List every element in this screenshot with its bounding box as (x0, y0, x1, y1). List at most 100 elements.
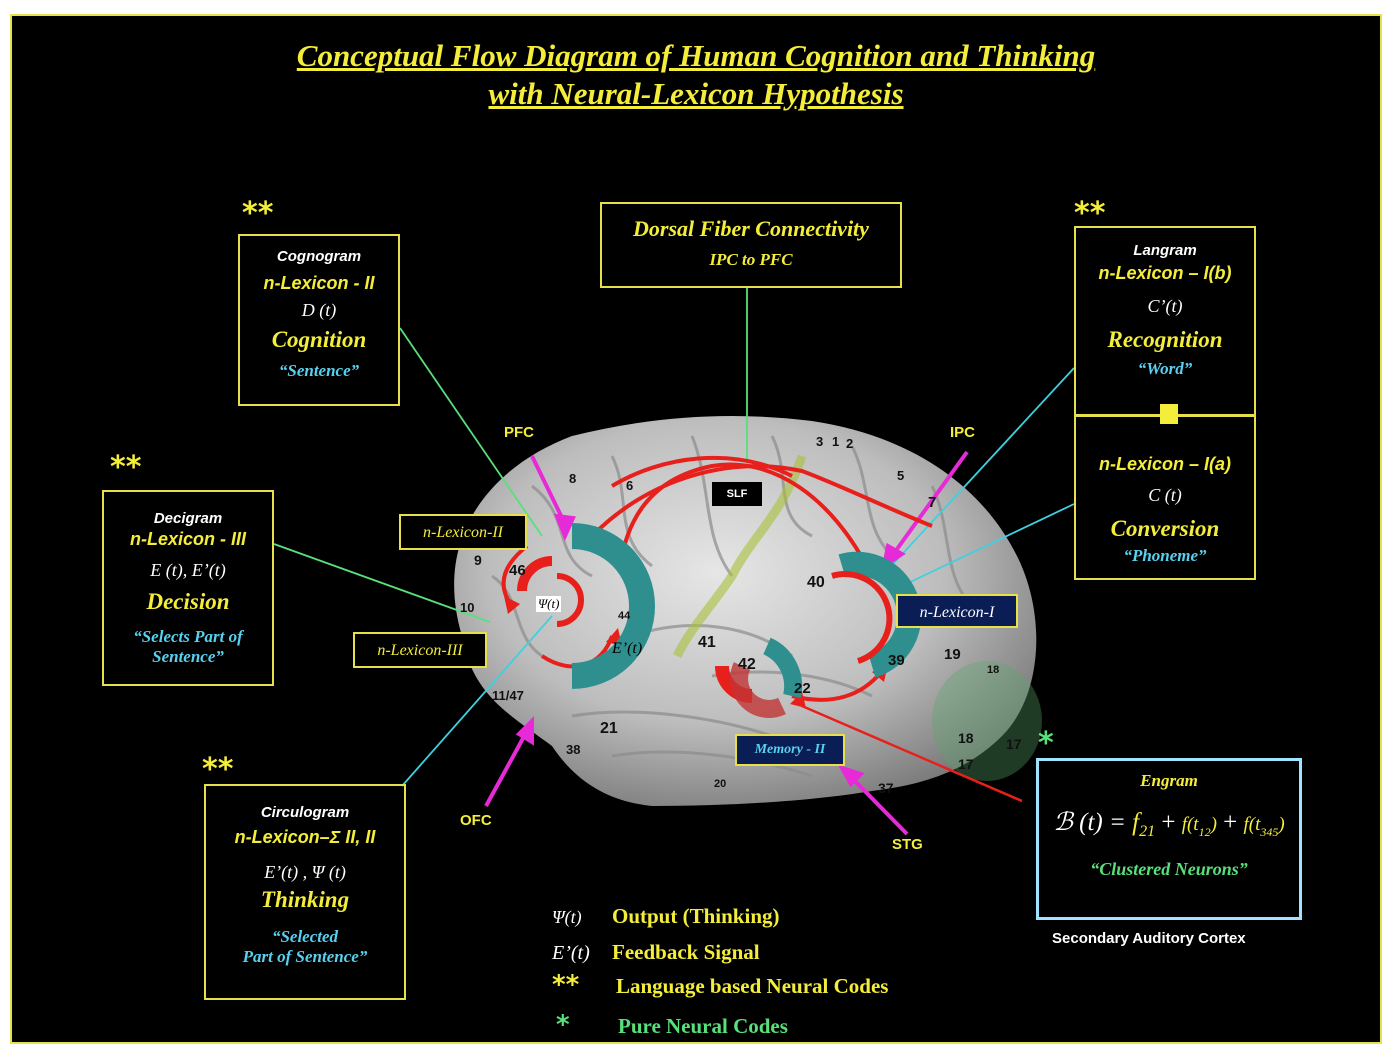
brodmann-7: 7 (928, 494, 937, 511)
dorsal-fiber-box: Dorsal Fiber Connectivity IPC to PFC (600, 202, 902, 288)
title-line-2: with Neural-Lexicon Hypothesis (488, 76, 904, 111)
title-line-1: Conceptual Flow Diagram of Human Cogniti… (296, 38, 1096, 73)
langram-quote-a: “Phoneme” (1123, 546, 1207, 565)
legend-symbol-single-star: * (556, 1010, 570, 1040)
legend-text-pure-codes: Pure Neural Codes (618, 1014, 788, 1038)
brodmann-3: 3 (816, 434, 824, 449)
circulogram-role: Thinking (260, 887, 350, 912)
decigram-stars: ** (110, 450, 142, 485)
brodmann-5: 5 (897, 468, 905, 483)
pfc-label: PFC (504, 424, 534, 441)
decigram-lexicon: n-Lexicon - III (129, 529, 246, 549)
brodmann-22: 22 (794, 680, 811, 697)
brodmann-38: 38 (566, 742, 581, 757)
legend-row-pure-codes: * Pure Neural Codes (552, 1010, 788, 1040)
legend-row-language-codes: ** Language based Neural Codes (552, 970, 888, 1000)
cognogram-role: Cognition (271, 327, 367, 352)
ofc-label: OFC (460, 812, 492, 829)
langram-box: Langram n-Lexicon – I(b) C’(t) Recogniti… (1074, 226, 1256, 580)
langram-fn-a: C (t) (1148, 485, 1182, 505)
legend-symbol-eprime: E’(t) (552, 942, 590, 964)
psi-marker: Ψ(t) (536, 596, 562, 612)
brodmann-10: 10 (460, 600, 475, 615)
formula-f3: f(t (1243, 814, 1261, 835)
slf-label: SLF (712, 482, 762, 506)
formula-plus-2: + (1216, 809, 1244, 836)
engram-star: * (1038, 726, 1054, 761)
cognogram-box: Cognogram n-Lexicon - II D (t) Cognition… (238, 234, 400, 406)
brodmann-18-top: 18 (987, 664, 1000, 676)
formula-f1-sub: 21 (1139, 823, 1156, 840)
cognogram-fn: D (t) (301, 300, 337, 320)
decigram-role: Decision (146, 589, 230, 614)
legend-text-output: Output (Thinking) (612, 904, 780, 928)
brodmann-41: 41 (698, 634, 716, 651)
formula-lhs: ℬ (t) = (1053, 809, 1133, 836)
circulogram-fn: E’(t) , Ψ (t) (264, 862, 346, 882)
decigram-quote-2: Sentence” (152, 647, 224, 666)
diagram-canvas: Conceptual Flow Diagram of Human Cogniti… (10, 14, 1382, 1044)
formula-plus-1: + (1155, 809, 1182, 836)
langram-lexicon-a: n-Lexicon – I(a) (1098, 454, 1232, 474)
legend-text-language-codes: Language based Neural Codes (616, 974, 889, 998)
decigram-fn: E (t), E’(t) (150, 560, 226, 580)
brodmann-39: 39 (888, 652, 905, 669)
nlexicon-3-label: n-Lexicon-III (353, 632, 487, 668)
langram-fn-b: C’(t) (1147, 296, 1183, 316)
circulogram-name: Circulogram (260, 804, 350, 821)
brodmann-11-47: 11/47 (492, 688, 524, 703)
langram-divider-marker (1160, 404, 1178, 424)
cognogram-name: Cognogram (276, 248, 362, 265)
nlexicon-1-label: n-Lexicon-I (896, 594, 1018, 628)
nlexicon-2-label: n-Lexicon-II (399, 514, 527, 550)
legend-row-feedback: E’(t) Feedback Signal (552, 940, 760, 965)
brodmann-18-bottom: 18 (958, 730, 974, 746)
brodmann-44: 44 (618, 610, 631, 622)
brodmann-46: 46 (509, 562, 526, 579)
brodmann-21: 21 (600, 720, 618, 737)
langram-quote-b: “Word” (1137, 359, 1193, 378)
brain-illustration (273, 286, 1075, 836)
brodmann-17-right: 17 (1006, 736, 1022, 752)
brodmann-6: 6 (626, 478, 634, 493)
engram-formula: ℬ (t) = f21 + f(t12) + f(t345) (1039, 807, 1299, 841)
cognogram-quote: “Sentence” (278, 361, 360, 380)
formula-f3-end: ) (1278, 814, 1285, 835)
brodmann-8: 8 (569, 471, 577, 486)
legend-text-feedback: Feedback Signal (612, 940, 760, 964)
decigram-quote-1: “Selects Part of (133, 627, 243, 646)
dorsal-fiber-sub: IPC to PFC (709, 250, 793, 269)
cognogram-stars: ** (242, 196, 274, 231)
formula-f1: f (1132, 809, 1140, 836)
brodmann-17: 17 (958, 756, 974, 772)
legend-row-output: Ψ(t) Output (Thinking) (552, 904, 780, 929)
brodmann-40: 40 (807, 574, 825, 591)
brain-shape (454, 416, 1037, 806)
stg-label: STG (892, 836, 923, 853)
legend-symbol-double-star: ** (552, 970, 580, 1000)
langram-lexicon-b: n-Lexicon – I(b) (1098, 263, 1232, 283)
brodmann-2: 2 (846, 436, 854, 451)
brodmann-19: 19 (944, 646, 961, 663)
brodmann-42: 42 (738, 656, 756, 673)
brodmann-9: 9 (474, 552, 482, 568)
memory-2-label: Memory - II (735, 734, 845, 766)
dorsal-fiber-title: Dorsal Fiber Connectivity (633, 216, 869, 241)
engram-box: Engram ℬ (t) = f21 + f(t12) + f(t345) “C… (1036, 758, 1302, 920)
decigram-name: Decigram (153, 510, 223, 527)
langram-stars: ** (1074, 196, 1106, 231)
formula-f2-sub: 12 (1198, 825, 1211, 839)
secondary-auditory-cortex: Secondary Auditory Cortex (1052, 930, 1246, 947)
formula-f2: f(t (1181, 814, 1199, 835)
circulogram-quote-2: Part of Sentence” (242, 947, 368, 966)
ipc-label: IPC (950, 424, 976, 441)
formula-f3-sub: 345 (1260, 825, 1279, 839)
brodmann-37: 37 (878, 780, 894, 796)
circulogram-quote-1: “Selected (271, 927, 339, 946)
langram-role-b: Recognition (1107, 327, 1223, 352)
engram-name: Engram (1140, 771, 1198, 790)
legend-symbol-psi: Ψ(t) (552, 907, 582, 927)
eprime-marker: E’(t) (612, 640, 643, 657)
cognogram-lexicon: n-Lexicon - II (263, 273, 375, 293)
circulogram-stars: ** (202, 752, 234, 787)
